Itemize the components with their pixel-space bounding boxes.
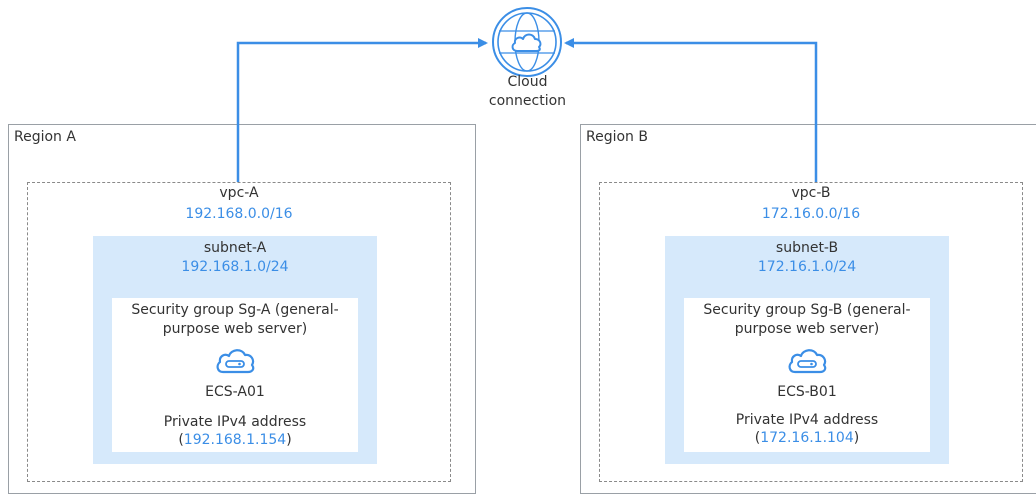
region-b-label: Region B bbox=[586, 129, 648, 145]
ecs-cloud-icon bbox=[786, 346, 828, 376]
ecs-a-ip: 192.168.1.154 bbox=[183, 432, 287, 448]
ecs-b-ip-line: Private IPv4 address (172.16.1.104) bbox=[684, 411, 930, 447]
security-group-a-line2: purpose web server) bbox=[162, 321, 308, 337]
security-group-a: Security group Sg-A (general- purpose we… bbox=[112, 298, 358, 452]
security-group-b: Security group Sg-B (general- purpose we… bbox=[684, 298, 930, 452]
subnet-b-name: subnet-B bbox=[775, 240, 839, 256]
subnet-a-name: subnet-A bbox=[203, 240, 267, 256]
ecs-a-ip-prefix: Private IPv4 address ( bbox=[163, 414, 307, 448]
ecs-a-ip-line: Private IPv4 address (192.168.1.154) bbox=[112, 413, 358, 449]
security-group-a-line1: Security group Sg-A (general- bbox=[131, 302, 339, 318]
ecs-b-name: ECS-B01 bbox=[777, 384, 837, 400]
vpc-b-cidr: 172.16.0.0/16 bbox=[761, 206, 861, 222]
vpc-b-name: vpc-B bbox=[791, 185, 831, 201]
link-vpc-b-to-cloud bbox=[564, 38, 818, 182]
vpc-a: vpc-A 192.168.0.0/16 bbox=[27, 182, 451, 482]
security-group-b-line2: purpose web server) bbox=[734, 321, 880, 337]
cloud-connection-label-line1: Cloud bbox=[507, 74, 548, 90]
ecs-b-ip-prefix: Private IPv4 address ( bbox=[735, 412, 879, 446]
region-a-label: Region A bbox=[14, 129, 76, 145]
ecs-b-ip: 172.16.1.104 bbox=[760, 430, 854, 446]
ecs-b-ip-suffix: ) bbox=[853, 430, 860, 446]
vpc-a-cidr: 192.168.0.0/16 bbox=[185, 206, 293, 222]
subnet-b-cidr: 172.16.1.0/24 bbox=[757, 259, 857, 275]
subnet-a-cidr: 192.168.1.0/24 bbox=[181, 259, 289, 275]
vpc-b: vpc-B 172.16.0.0/16 bbox=[599, 182, 1023, 482]
cloud-connection-icon bbox=[492, 7, 562, 77]
ecs-a-name: ECS-A01 bbox=[205, 384, 265, 400]
ecs-cloud-icon bbox=[214, 346, 256, 376]
cloud-connection-label: Cloud connection bbox=[480, 73, 575, 111]
security-group-b-line1: Security group Sg-B (general- bbox=[703, 302, 911, 318]
vpc-a-name: vpc-A bbox=[219, 185, 259, 201]
link-vpc-a-to-cloud bbox=[236, 38, 488, 182]
ecs-a-ip-suffix: ) bbox=[286, 432, 292, 448]
cloud-connection-label-line2: connection bbox=[488, 93, 567, 109]
